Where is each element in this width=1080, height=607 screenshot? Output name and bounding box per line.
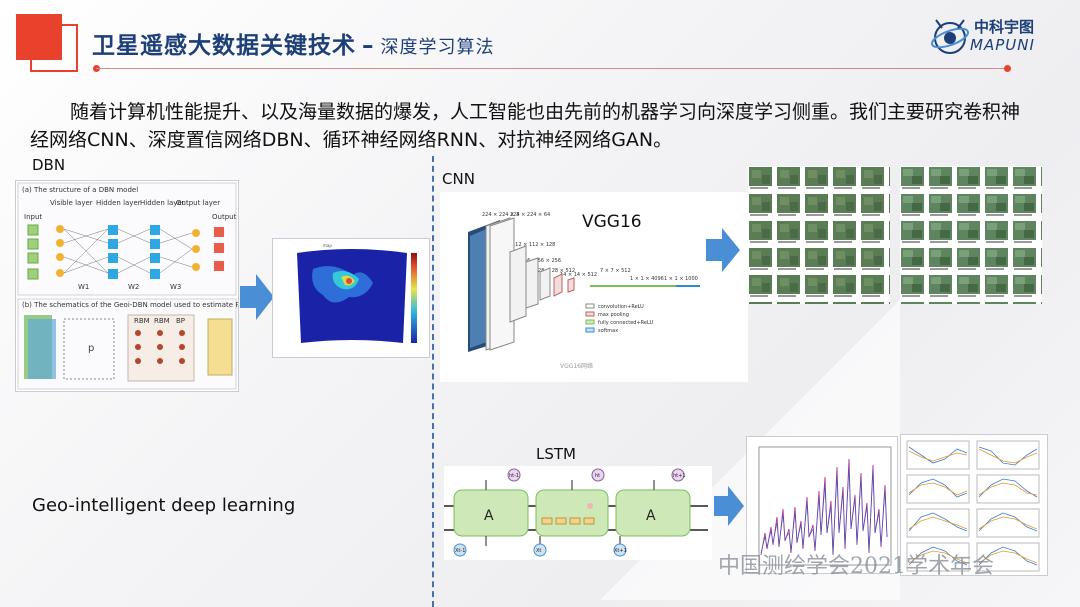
dbn-diagram: (a) The structure of a DBN model Input V… [17,182,257,390]
corner-red-block [16,14,62,60]
title-dash: – [362,33,375,59]
intro-paragraph: 随着计算机性能提升、以及海量数据的爆发，人工智能也由先前的机器学习向深度学习侧重… [30,101,1021,151]
vgg-dim-label: 224 × 224 × 3 [482,212,519,218]
dbn-label: DBN [32,156,66,174]
lstm-arrow [714,486,744,526]
rule-dot-right [1004,65,1011,72]
vgg-dim-label: 7 × 7 × 512 [600,268,631,274]
logo-chinese-text: 中科宇图 [974,18,1035,36]
lstm-input-label: Xt-1 [455,548,465,554]
dbn-bp-label: BP [176,317,185,325]
cnn-label: CNN [442,170,475,188]
logo-english-text: MAPUNI [970,36,1035,54]
slide-title: 卫星遥感大数据关键技术–深度学习算法 [92,26,495,60]
lstm-output-label: ht+1 [673,473,686,479]
svg-text:map: map [323,243,332,248]
vgg-dim-label: 112 × 112 × 128 [512,242,555,248]
svg-text:p: p [88,343,94,354]
vgg-legend-item: softmax [598,328,618,334]
dbn-rbm-label: RBM [134,317,150,325]
section-divider [432,156,434,607]
vgg-legend-item: max pooling [598,312,629,318]
vgg-caption: VGG16网络 [560,362,593,370]
corner-red-outline [30,24,78,72]
title-subtitle: 深度学习算法 [380,37,495,58]
dbn-layer-label: Hidden layer [140,199,185,207]
timeseries-plot [746,436,898,574]
dbn-panel-a-title: (a) The structure of a DBN model [22,186,138,194]
vgg-dim-label: 1 × 1 × 4096 [630,276,664,282]
vgg16-label: VGG16 [582,212,642,232]
dbn-weight-label: W2 [128,283,139,291]
vgg-dim-label: 28 × 28 × 512 [538,268,575,274]
dbn-weight-label: W1 [78,283,89,291]
lstm-output-label: ht [595,473,600,479]
globe-logo-icon [930,19,970,54]
dbn-output-label: Output [212,213,237,221]
vgg-legend-item: convolution+ReLU [598,304,644,310]
lstm-figure: A A ht-1 ht ht+1 Xt-1 Xt Xt+1 [444,466,712,560]
dbn-input-label: Input [24,213,42,221]
dbn-structure-figure: (a) The structure of a DBN model Input V… [15,180,257,392]
lstm-cell-label: A [484,508,494,524]
vgg-legend-item: fully connected+ReLU [598,320,653,326]
dbn-panel-b-title: (b) The schematics of the Geoi-DBN model… [22,301,238,309]
lstm-input-label: Xt+1 [614,548,627,554]
cnn-arrow [706,228,740,272]
dbn-layer-label: Output layer [176,199,220,207]
lstm-label: LSTM [536,445,576,463]
mapuni-logo: 中科宇图 MAPUNI [930,14,1050,58]
classification-grid-left [748,166,890,304]
geo-intelligent-label: Geo-intelligent deep learning [32,495,296,516]
vgg-dim-label: 224 × 224 × 64 [510,212,550,218]
dbn-rbm-label: RBM [154,317,170,325]
title-rule [96,68,1008,69]
lstm-output-label: ht-1 [509,473,519,479]
pm25-map-figure: map [272,238,430,358]
title-main: 卫星遥感大数据关键技术 [92,33,356,59]
lstm-cell-label: A [646,508,656,524]
vgg16-figure: 224 × 224 × 3 224 × 224 × 64 112 × 112 ×… [440,192,748,382]
vgg-dim-label: 1 × 1 × 1000 [664,276,698,282]
vgg-dim-label: 56 × 56 × 256 [524,258,561,264]
classification-grid-right [900,166,1042,304]
dbn-layer-label: Hidden layer [96,199,141,207]
small-multiples-plot [900,434,1048,576]
vgg-dim-label: 14 × 14 × 512 [560,272,597,278]
dbn-arrow [240,274,274,320]
dbn-layer-label: Visible layer [50,199,93,207]
lstm-input-label: Xt [536,548,541,554]
conference-watermark: 中国测绘学会2021学术年会 [718,554,994,579]
dbn-weight-label: W3 [170,283,181,291]
